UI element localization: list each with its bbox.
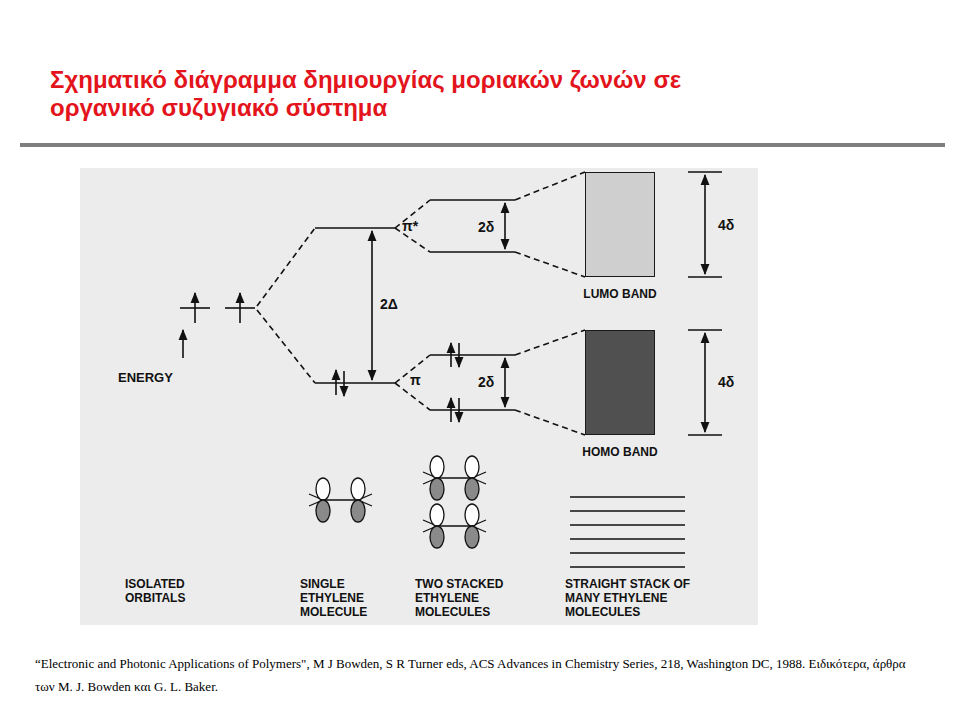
splitting-label: 2δ (478, 374, 494, 390)
energy-level (430, 409, 515, 411)
gap-label: 2Δ (380, 296, 398, 312)
figure-ground (80, 168, 758, 625)
sigma-bonds (309, 472, 486, 532)
splitting-label: 2δ (478, 219, 494, 235)
energy-level (430, 251, 515, 253)
correlation-line (515, 252, 585, 277)
stage-label: ISOLATED ORBITALS (125, 577, 207, 605)
electron-spin (194, 293, 196, 323)
homo-band: HOMO BAND (570, 330, 670, 461)
energy-level (430, 199, 515, 201)
correlation-line (515, 410, 585, 435)
energy-level (315, 227, 395, 229)
p-orbitals (316, 456, 479, 548)
source-caption: “Electronic and Photonic Applications of… (35, 652, 925, 698)
bandwidth-label: 4δ (718, 217, 734, 233)
bandwidth-arrow (704, 333, 706, 432)
slide-title: Σχηματικό διάγραμμα δημιουργίας μοριακών… (50, 66, 750, 122)
electron-spin (458, 343, 460, 367)
band-rect (585, 172, 655, 277)
dimension-tick (688, 329, 722, 331)
correlation-line (257, 310, 315, 383)
dimension-tick (688, 171, 722, 173)
splitting-arrow (504, 203, 506, 249)
electron-spin (239, 293, 241, 323)
lumo-band: LUMO BAND (570, 172, 670, 303)
energy-arrow (182, 330, 184, 358)
stage-label: TWO STACKED ETHYLENE MOLECULES (415, 577, 511, 619)
dimension-tick (688, 434, 722, 436)
energy-level (430, 354, 515, 356)
energy-level (315, 382, 395, 384)
axis-label: ENERGY (118, 370, 173, 385)
molecule-stack (570, 497, 685, 567)
correlation-line (515, 330, 585, 355)
electron-spin (450, 343, 452, 367)
band-label: LUMO BAND (570, 287, 670, 301)
stage-label: SINGLE ETHYLENE MOLECULE (300, 577, 382, 619)
orbital-symbol: π (410, 372, 421, 388)
title-rule (20, 143, 945, 147)
gap-arrow (371, 231, 373, 380)
electron-spin (458, 398, 460, 422)
electron-spin (450, 398, 452, 422)
dimension-tick (688, 276, 722, 278)
correlation-line (515, 172, 585, 200)
bandwidth-arrow (704, 175, 706, 274)
correlation-line (257, 228, 315, 306)
orbital-symbol: π* (402, 218, 418, 234)
electron-spin (343, 371, 345, 396)
bandwidth-label: 4δ (718, 374, 734, 390)
electron-spin (335, 370, 337, 395)
band-rect (585, 330, 655, 435)
splitting-arrow (504, 358, 506, 407)
stage-label: STRAIGHT STACK OF MANY ETHYLENE MOLECULE… (565, 577, 695, 619)
band-label: HOMO BAND (570, 445, 670, 459)
